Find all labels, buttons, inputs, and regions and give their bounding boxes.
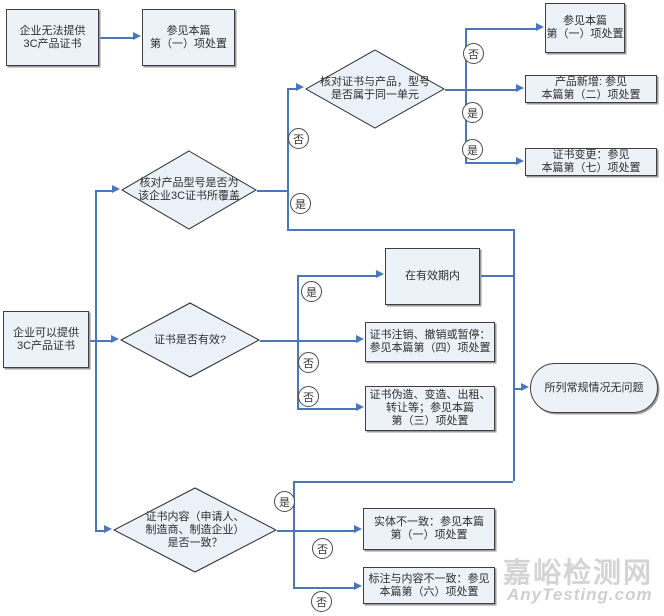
flow-line: [260, 340, 356, 342]
diamond-shape: [113, 487, 277, 573]
edge-label-no: 否: [311, 591, 332, 612]
flow-line: [480, 275, 513, 277]
diamond-label: 证书是否有效?: [153, 333, 227, 346]
flow-line: [513, 229, 515, 481]
box-cert-forged-item-3: 证书伪造、变造、出租、 转让等；参见本篇 第（三）项处置: [365, 386, 495, 431]
edge-label-yes: 是: [290, 193, 311, 214]
diamond-shape: [121, 150, 257, 230]
flow-line: [293, 481, 513, 483]
arrowhead-icon: [112, 185, 120, 193]
arrowhead-icon: [356, 335, 364, 343]
edge-label-yes: 是: [462, 102, 483, 123]
edge-label-no: 否: [312, 538, 333, 559]
arrowhead-icon: [296, 83, 304, 91]
flow-line: [297, 275, 299, 408]
edge-label-no: 否: [463, 43, 484, 64]
arrowhead-icon: [354, 525, 362, 533]
box-see-item-1-right: 参见本篇 第（一）项处置: [545, 3, 625, 53]
arrowhead-icon: [356, 403, 364, 411]
terminator-no-problem: 所列常规情况无问题: [530, 363, 658, 413]
flow-line: [99, 37, 133, 39]
box-can-provide-cert: 企业可以提供 3C产品证书: [3, 311, 89, 368]
diamond-same-unit-check: 核对证书与产品，型号 是否属于同一单元: [305, 49, 445, 129]
flow-line: [89, 340, 111, 342]
edge-label-no: 否: [288, 128, 309, 149]
flow-line: [95, 190, 112, 192]
flow-line: [257, 190, 287, 192]
box-new-product-item-2: 产品新增: 参见 本篇第（二）项处置: [525, 75, 657, 103]
flow-line: [465, 28, 467, 162]
diamond-coverage-check: 核对产品型号是否为 该企业3C证书所覆盖: [121, 150, 257, 230]
diamond-validity-check: 证书是否有效?: [120, 302, 260, 378]
diamond-shape: [120, 302, 260, 378]
flow-line: [297, 275, 376, 277]
edge-label-yes: 是: [462, 139, 483, 160]
edge-label-no: 否: [298, 352, 319, 373]
box-cannot-provide-cert: 企业无法提供 3C产品证书: [6, 9, 99, 66]
box-see-item-1-top: 参见本篇 第（一）项处置: [142, 9, 235, 66]
edge-label-no: 否: [298, 386, 319, 407]
flow-line: [95, 190, 97, 530]
edge-label-yes: 是: [301, 281, 322, 302]
flow-line: [277, 530, 354, 532]
flow-line: [513, 388, 521, 390]
flow-line: [287, 229, 513, 231]
box-label-mismatch-item-6: 标注与内容不一致：参见 本篇第（六）项处置: [363, 567, 495, 604]
box-entity-mismatch-item-1: 实体不一致：参见本篇 第（一）项处置: [363, 508, 495, 550]
arrowhead-icon: [111, 335, 119, 343]
arrowhead-icon: [516, 84, 524, 92]
flow-line: [293, 481, 295, 587]
diamond-label: 核对产品型号是否为 该企业3C证书所覆盖: [137, 177, 241, 202]
flow-line: [297, 408, 356, 410]
arrowhead-icon: [104, 525, 112, 533]
diamond-content-consistency-check: 证书内容（申请人、 制造商、制造企业） 是否一致？: [113, 487, 277, 573]
flow-line: [287, 88, 296, 90]
arrowhead-icon: [354, 582, 362, 590]
watermark-english: AnyTesting.com: [507, 585, 653, 604]
box-cert-change-item-7: 证书变更：参见 本篇第（七）项处置: [525, 148, 657, 176]
flow-line: [287, 88, 289, 229]
arrowhead-icon: [536, 23, 544, 31]
flow-line: [465, 162, 516, 164]
box-cert-revoked-item-4: 证书注销、撤销或暂停： 参见本篇第（四）项处置: [365, 322, 495, 362]
arrowhead-icon: [376, 270, 384, 278]
arrowhead-icon: [133, 32, 141, 40]
diamond-shape: [305, 49, 445, 129]
arrowhead-icon: [521, 383, 529, 391]
flow-line: [293, 587, 354, 589]
watermark-chinese: 嘉峪检测网: [503, 557, 654, 588]
edge-label-yes: 是: [274, 491, 295, 512]
flow-line: [445, 89, 516, 91]
flow-line: [95, 530, 104, 532]
arrowhead-icon: [516, 157, 524, 165]
diamond-label: 核对证书与产品，型号 是否属于同一单元: [320, 76, 430, 101]
flow-line: [465, 28, 536, 30]
box-within-validity: 在有效期内: [385, 248, 480, 305]
diamond-label: 证书内容（申请人、 制造商、制造企业） 是否一致？: [145, 510, 245, 549]
